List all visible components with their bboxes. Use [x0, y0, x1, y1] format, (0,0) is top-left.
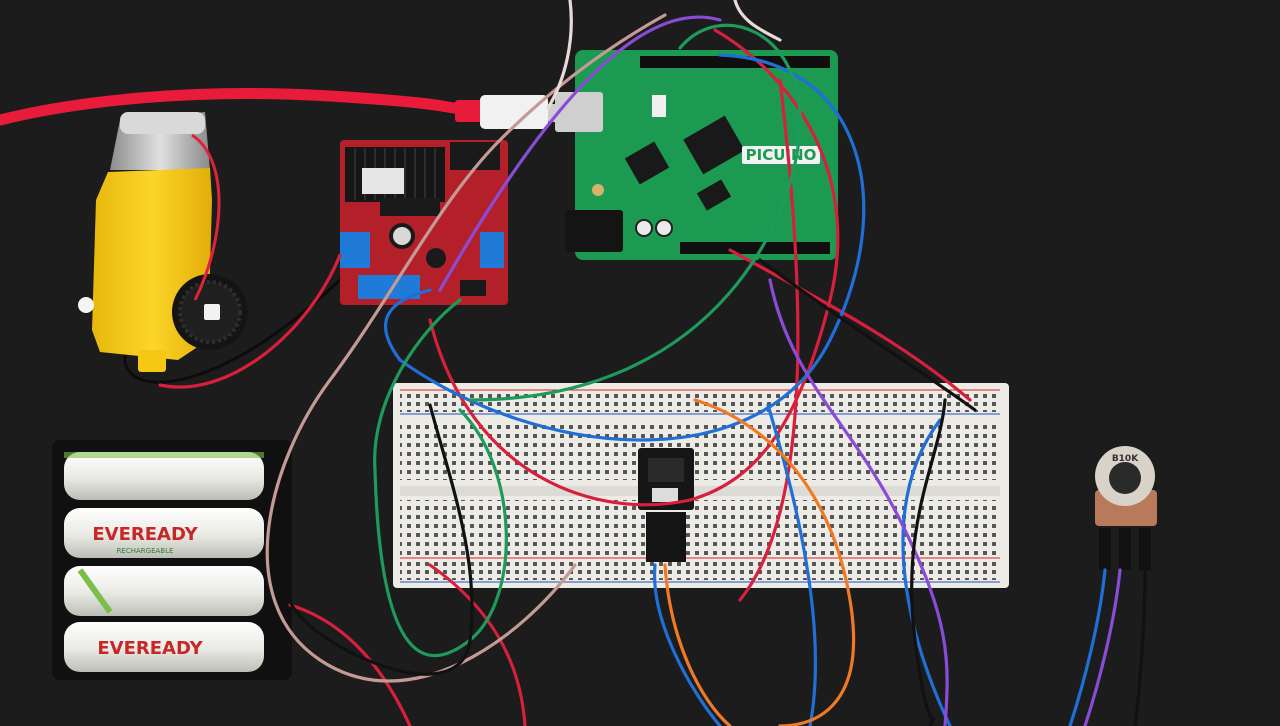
battery-cell-2: EVEREADY RECHARGEABLE — [64, 508, 264, 558]
jumper-wires — [158, 0, 1147, 726]
battery-label-1: EVEREADY — [92, 524, 198, 545]
potentiometer-label: B10K — [1112, 454, 1139, 464]
usb-cable — [0, 87, 576, 129]
motor-lead-red — [191, 133, 221, 301]
battery-holder: EVEREADY RECHARGEABLE EVEREADY — [52, 440, 292, 680]
potentiometer: B10K — [1095, 446, 1157, 570]
motor-driver-board — [340, 140, 508, 305]
motor-lead-black — [123, 268, 352, 384]
arduino-brand-label: PICUINO — [746, 146, 817, 164]
arduino-board: PICUINO — [555, 50, 838, 260]
battery-label-2: EVEREADY — [97, 638, 203, 659]
battery-cell-4: EVEREADY — [64, 622, 264, 672]
battery-cell-3 — [64, 566, 264, 616]
dc-motor — [78, 112, 248, 372]
battery-cell-1 — [64, 452, 264, 500]
battery-sublabel-1: RECHARGEABLE — [117, 547, 174, 555]
ir-receiver-module — [638, 448, 694, 562]
